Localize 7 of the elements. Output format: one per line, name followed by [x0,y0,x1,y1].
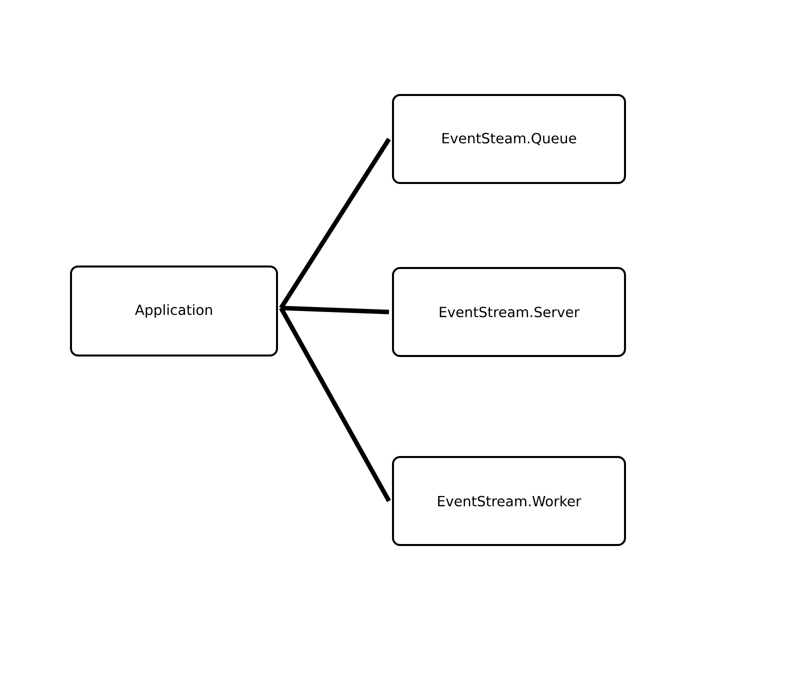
process-box: EventStream.Worker [392,456,626,546]
connector-line [279,138,391,310]
connector-line [279,306,391,502]
connector-line [280,306,390,314]
process-box: Application [70,266,278,356]
process-box: EventSteam.Queue [392,94,626,184]
process-box: EventStream.Server [392,267,626,357]
